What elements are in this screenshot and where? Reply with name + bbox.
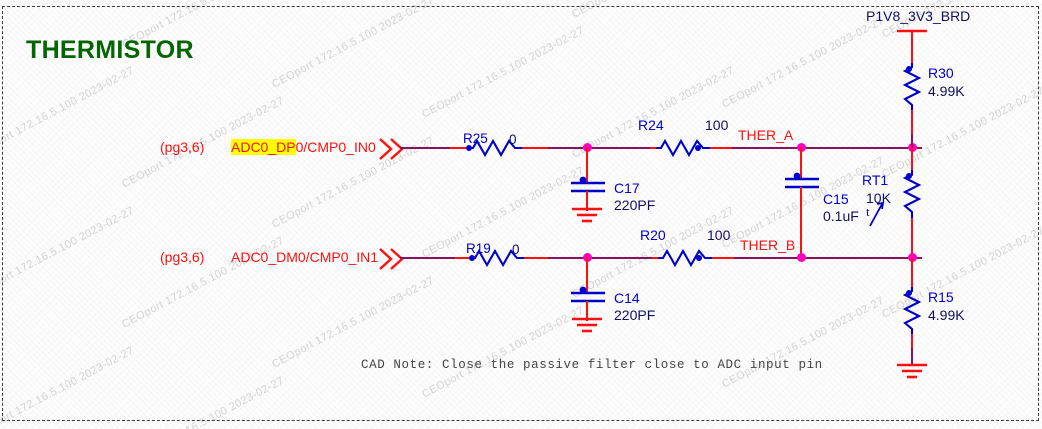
net-rail-thera (911, 134, 913, 150)
port-name-highlight-top: ADC0_DP (231, 139, 296, 155)
net-c17node-to-r24 (548, 147, 658, 149)
resistor-r30-symbol[interactable] (900, 63, 924, 113)
watermark: CEOport 172.16.5.100 2023-02-27 (720, 294, 887, 391)
resistor-r20-ref: R20 (640, 227, 666, 243)
junction-therb-rail (908, 253, 917, 262)
resistor-r19-value: 0 (512, 242, 520, 257)
port-label-top: ADC0_DP0/CMP0_IN0 (231, 139, 376, 155)
capacitor-c14-ref: C14 (614, 290, 640, 306)
resistor-r15-ref: R15 (928, 289, 954, 305)
thermistor-rt1-ref: RT1 (862, 172, 889, 188)
wire-r19-to-c14node (524, 257, 554, 259)
resistor-r24-ref: R24 (638, 117, 664, 133)
resistor-r25-ref: R25 (463, 131, 488, 146)
thermistor-arrow-icon: t (866, 200, 886, 228)
capacitor-c15-symbol[interactable] (783, 172, 821, 196)
port-name-rest-top: 0/CMP0_IN0 (295, 139, 376, 155)
wire-port-to-r25 (400, 147, 455, 149)
wire-r30-to-thera (911, 110, 913, 138)
watermark: CEOport 172.16.5.100 2023-02-27 (0, 64, 137, 161)
wire-power-to-r30 (911, 30, 913, 66)
capacitor-c17-ref: C17 (614, 180, 640, 196)
watermark: CEOport 172.16.5.100 2023-02-27 (120, 374, 287, 429)
resistor-r20-symbol[interactable] (658, 246, 714, 270)
port-label-bottom: ADC0_DM0/CMP0_IN1 (231, 249, 379, 265)
resistor-r25-value: 0 (509, 132, 517, 147)
capacitor-c17-symbol[interactable] (569, 176, 607, 200)
resistor-r15-symbol[interactable] (900, 287, 924, 337)
pin-dot-r25 (466, 145, 472, 151)
watermark: CEOport 172.16.5.100 2023-02-27 (0, 344, 137, 429)
pin-dot-r30 (906, 66, 912, 72)
pin-dot-rt1 (906, 173, 912, 179)
resistor-r24-symbol[interactable] (656, 136, 712, 160)
port-page-ref-bottom: (pg3,6) (160, 249, 205, 265)
resistor-r15-value: 4.99K (928, 307, 965, 323)
cad-note: CAD Note: Close the passive filter close… (361, 358, 823, 372)
ground-symbol-c14 (570, 316, 604, 336)
wire-r20-to-therb (712, 257, 740, 259)
watermark: CEOport 172.16.5.100 2023-02-27 (570, 0, 736, 21)
wire-r25-left-lead (450, 147, 472, 149)
net-c14node-to-r20 (548, 257, 661, 259)
wire-r24-to-thera (710, 147, 738, 149)
pin-dot-r24 (695, 145, 701, 151)
wire-c14-branch (586, 257, 588, 293)
wire-r25-to-c17node (522, 147, 552, 149)
power-net-label: P1V8_3V3_BRD (866, 8, 971, 24)
port-symbol-top[interactable] (378, 136, 406, 162)
thermistor-rt1-symbol[interactable] (900, 170, 924, 222)
junction-therb-c15 (797, 253, 806, 262)
wire-c15-bottom (800, 187, 802, 260)
ground-symbol-r15 (895, 362, 929, 382)
net-r15-gnd-stub (911, 348, 913, 366)
wire-thera-to-rt1 (911, 148, 913, 176)
capacitor-c14-symbol[interactable] (569, 286, 607, 310)
svg-text:t: t (866, 204, 870, 219)
ground-symbol-c17 (570, 206, 604, 226)
capacitor-c17-value: 220PF (614, 197, 656, 213)
wire-c17-to-gnd (586, 191, 588, 211)
wire-rt1-to-therb (911, 218, 913, 258)
watermark: CEOport 172.16.5.100 2023-02-27 (420, 304, 587, 401)
net-thera (732, 147, 922, 149)
port-symbol-bottom[interactable] (378, 246, 406, 272)
watermark: CEOport 172.16.5.100 2023-02-27 (270, 0, 437, 91)
pin-dot-r19 (469, 255, 475, 261)
wire-port-to-r19 (400, 257, 465, 259)
thermistor-rt1-value: 10K (866, 190, 891, 206)
wire-r19-left-lead (455, 257, 475, 259)
net-label-ther-a: THER_A (738, 127, 794, 143)
pin-dot-r20 (696, 255, 702, 261)
capacitor-c15-ref: C15 (823, 191, 849, 207)
port-page-ref-top: (pg3,6) (160, 139, 205, 155)
resistor-r19-symbol[interactable] (470, 246, 526, 270)
resistor-r24-value: 100 (705, 117, 729, 133)
watermark: CEOport 172.16.5.100 2023-02-27 (420, 24, 587, 121)
capacitor-c15-value: 0.1uF (823, 208, 859, 224)
wire-c17-branch (586, 147, 588, 183)
wire-therb-to-r15 (911, 258, 913, 290)
resistor-r30-value: 4.99K (928, 83, 965, 99)
wire-c15-top (800, 147, 802, 179)
wire-c14-to-gnd (586, 301, 588, 321)
resistor-r20-value: 100 (707, 227, 731, 243)
resistor-r30-ref: R30 (928, 65, 954, 81)
net-therb (734, 257, 922, 259)
resistor-r25-symbol[interactable] (468, 136, 524, 160)
page-title: THERMISTOR (26, 36, 194, 64)
watermark: CEOport 172.16.5.100 2023-02-27 (0, 204, 137, 301)
capacitor-c14-value: 220PF (614, 307, 656, 323)
watermark: CEOport 172.16.5.100 2023-02-27 (720, 14, 887, 111)
pin-dot-r15 (906, 290, 912, 296)
watermark: CEOport 172.16.5.100 2023-02-27 (270, 274, 437, 371)
net-label-ther-b: THER_B (740, 237, 796, 253)
resistor-r19-ref: R19 (466, 241, 491, 256)
